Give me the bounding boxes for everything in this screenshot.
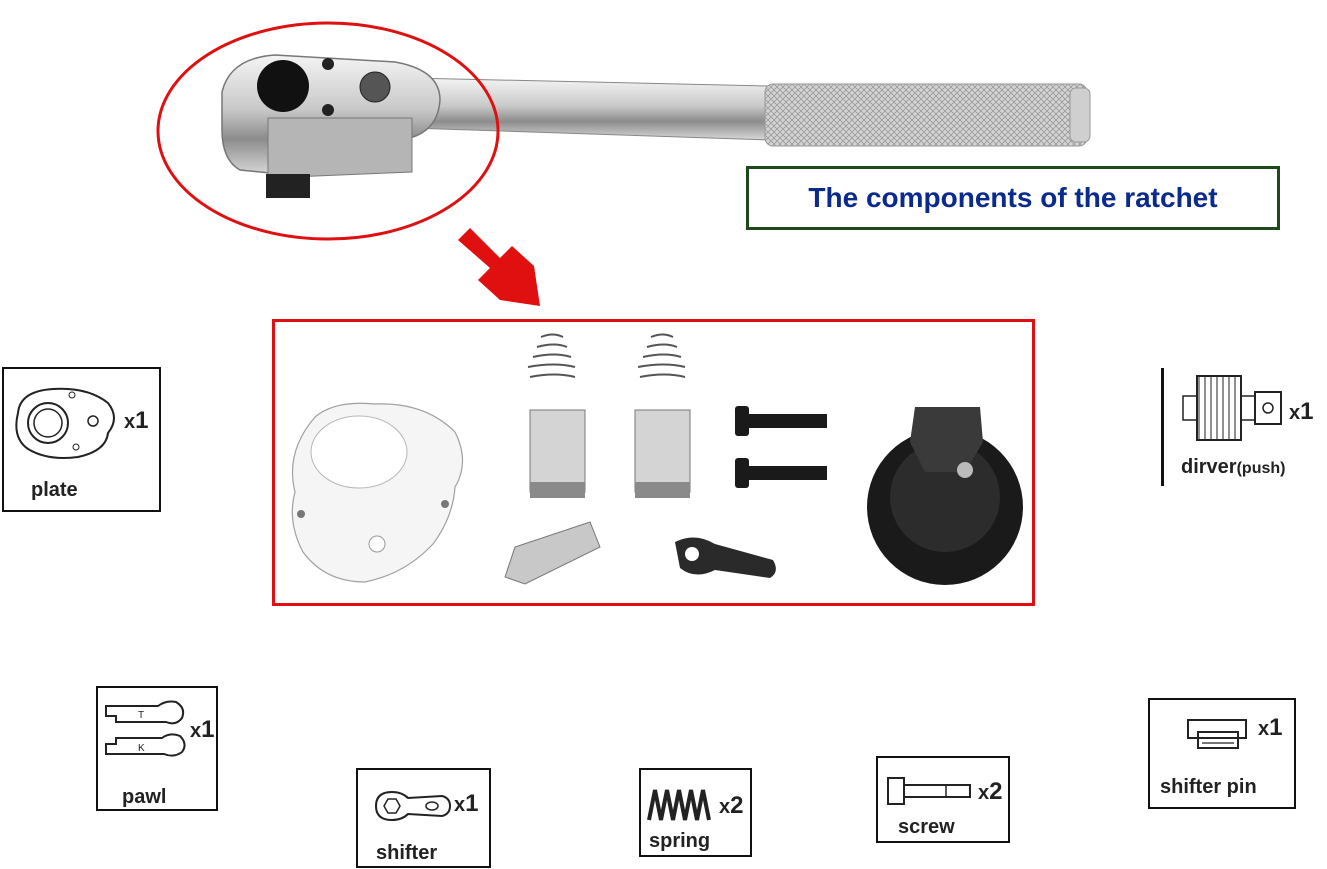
screw-label: screw — [898, 816, 955, 838]
driver-icon — [1182, 375, 1282, 441]
shifter-card: x1 shifter — [356, 768, 491, 868]
plate-card: x1 plate — [2, 367, 161, 512]
screw-card: x2 screw — [876, 756, 1010, 843]
shifter-pin-qty: x1 — [1258, 714, 1283, 741]
shifter-label: shifter — [376, 842, 438, 864]
highlight-circle — [156, 21, 500, 241]
shifter-part — [675, 537, 776, 578]
pawl-qty: x1 — [190, 716, 215, 743]
svg-text:T: T — [138, 710, 144, 721]
shifter-pin-icon — [1187, 719, 1247, 749]
ratchet-head — [221, 54, 441, 198]
driver-qty: x1 — [1289, 398, 1314, 425]
shifter-pin-card: x1 shifter pin — [1148, 698, 1296, 809]
components-photo — [291, 333, 1023, 585]
spring-qty: x2 — [719, 792, 744, 819]
screw-qty: x2 — [978, 778, 1003, 805]
spring-label: spring — [649, 830, 711, 852]
shifter-pin-part — [504, 521, 601, 585]
diagram-title: The components of the ratchet — [808, 182, 1218, 213]
spring-part — [527, 333, 686, 378]
driver-label: dirver(push) — [1181, 456, 1286, 478]
pawl-part — [529, 409, 691, 498]
shifter-qty: x1 — [454, 790, 479, 817]
pawl-icon: T K — [105, 700, 186, 757]
arrow-icon — [458, 228, 540, 306]
shifter-pin-label: shifter pin — [1160, 776, 1257, 798]
pawl-card: T K x1 pawl — [96, 686, 218, 811]
spring-card: x2 spring — [639, 768, 752, 857]
ratchet-illustration — [156, 21, 1091, 306]
driver-card: x1 dirver(push) — [1161, 368, 1321, 488]
svg-text:K: K — [138, 743, 145, 754]
title-box: The components of the ratchet — [746, 166, 1280, 230]
spring-icon — [647, 789, 711, 821]
ratchet-handle — [409, 77, 1091, 147]
driver-part — [867, 407, 1023, 585]
driver-card-border — [1161, 368, 1164, 486]
shifter-icon — [374, 790, 452, 822]
pawl-label: pawl — [122, 786, 167, 808]
screw-part — [735, 406, 827, 488]
plate-label: plate — [31, 479, 78, 501]
plate-part — [291, 402, 464, 583]
screw-icon — [887, 777, 971, 805]
plate-qty: x1 — [124, 407, 149, 434]
plate-icon — [15, 387, 115, 459]
components-panel — [272, 319, 1035, 606]
